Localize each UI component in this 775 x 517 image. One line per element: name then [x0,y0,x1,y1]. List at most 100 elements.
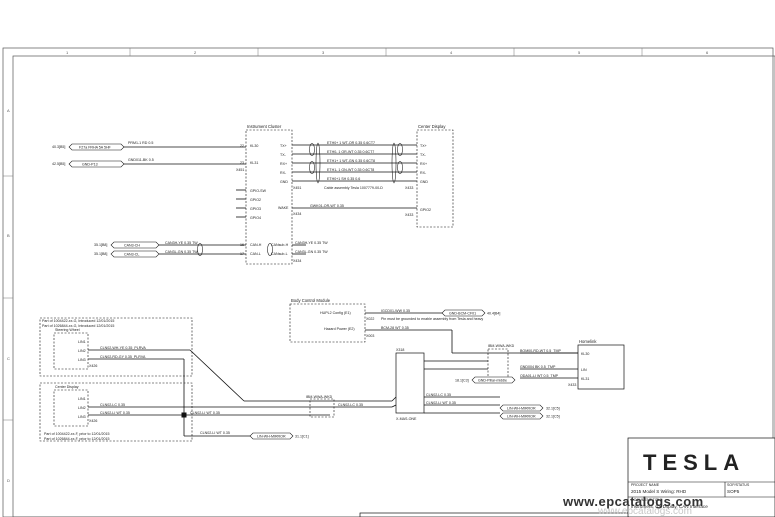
pin-gpio4: GPIO4 [250,216,261,220]
can-bus-feeds: 35.1[B8] CAN3-CH 35.1[B8] CAN3-CL CAN3H-… [94,241,328,258]
homelink-wire-1: GND004 BK 0.5_TMP [520,365,556,369]
homelink-pin-lin: LIN [581,368,587,372]
pin-tx-plus: TX+ [280,144,287,148]
column-label-5: 5 [578,50,581,55]
pin-kl31: KL31 [250,161,258,165]
splice-ibm-wwa: IBM-WWA-WKD [488,344,515,348]
column-label-1: 1 [66,50,69,55]
lin-wire-4: CLN02-LI WT 0.35 [190,411,220,415]
lin-wire-5: CLN02-LI WT 0.35 [200,431,230,435]
cd-lin2: LIN2 [78,406,86,410]
bcm-pin-hazard: Hazard Power (E2) [324,327,355,331]
homelink-pin-kl30: KL30 [581,352,589,356]
ref-42-5-b5: 42.5[B5] [52,162,65,166]
sw-lin1: LIN1 [78,340,86,344]
pin-gpio-sw: GPIO-SW [250,189,267,193]
tag-gnd-bcm: GND-BCM-CF01 [449,312,476,316]
center-display-module: Center Display TX+ TX- RX+ RX- GND GPIO2… [405,124,454,228]
pin-gnd: GND [280,180,288,184]
row-label-c: C [7,356,10,361]
pin-rx-minus: RX- [280,171,287,175]
wire-prm1: PRM1-1 RD 0.5 [128,141,153,145]
ref-can-l: 35.1[B8] [94,252,107,256]
title-block: TESLA PROJECT NAME 2015 Model S Wiring: … [359,437,775,517]
cd-lin1: LIN1 [78,397,86,401]
lin-cd-title: Center Display [55,385,79,389]
homelink-title: Homelink [579,339,597,344]
splice-x-mas: X-MAS-ONE [396,417,417,421]
eth-wire-tx-minus: ETH0- 1 OR-WT 0.35 0.6CT7 [327,150,374,154]
center-display-title: Center Display [418,124,446,129]
tesla-logo: TESLA [643,450,745,475]
project-name: 2015 Model S Wiring: RHD [631,489,687,494]
project-label: PROJECT NAME [631,483,660,487]
homelink-wire-2: ODA01-LI WT 0.5_TMP [520,374,559,378]
pin-kl30: KL30 [250,144,258,148]
bcm-wire-2: BCM-28 WT 0.35 [381,326,409,330]
column-label-6: 6 [706,50,709,55]
bcm-note: Pin must be grounded to enable assembly … [381,317,483,321]
bcm-title: Body Control Module [291,298,331,303]
homelink-pin-kl31: KL31 [581,377,589,381]
watermark-faded: www.epcatalogs.com [597,506,692,517]
ref-gnd-pillar: 18.1[C3] [455,379,469,383]
splice-wire-2: CLN02-LI WT 0.35 [426,401,456,405]
pin-gpio3: GPIO3 [250,207,261,211]
cd-pin-rx-minus: RX- [420,171,427,175]
note-part-2: Part of 1026844-xx-G, Introduced 12/01/2… [42,324,114,328]
tag-lin-mirror-3: LIN-WH-MIRROR [507,415,536,419]
bcm-pin-hupl2: HUPL2 Config (E1) [320,311,351,315]
tag-can3-ch: CAN3-CH [124,244,140,248]
wake-wire-label: GWK01-OR-WT 0.35 [310,204,344,208]
cd-connector: X426 [89,419,97,423]
pin-can-l: CAN-L [250,252,261,256]
lin-wire-2: CLN02-LC 0.35 [100,403,125,407]
drawing-area-border [12,55,775,517]
homelink-connector: X433 [568,383,576,387]
note-part-1: Part of 1004422-xx-G, Introduced 12/01/2… [42,319,114,323]
lin-wire-mid: CLN02-LC 0.35 [338,403,363,407]
sheet-border [2,47,774,517]
row-markers [3,175,13,421]
pin-cansub-l: CANsub-L [271,252,288,256]
watermark: www.epcatalogs.com [562,494,704,509]
splice-node [181,412,187,418]
instrument-cluster-title: Instrument Cluster [247,124,282,129]
tag-lin-mirror-2: LIN-WH-MIRROR [507,407,536,411]
connector-x434: X434 [293,212,301,216]
wire-gnd011: GND011-BK 0.5 [128,158,154,162]
bcm-connector-x003: X003 [366,334,374,338]
sw-connector: X426 [89,364,97,368]
connector-x451-right: X451 [293,186,301,190]
bcm-wire-1: IGCD01-WW 0.35 [381,309,410,313]
row-label-a: A [7,108,10,113]
bcm-connector-x022: X022 [366,317,374,321]
cd-pin-tx-minus: TX- [420,153,427,157]
instrument-cluster: Instrument Cluster KL30 KL31 GPIO-SW GPI… [236,124,301,265]
wire-can3l: CAN3L-GN 0.35 TW [165,250,198,254]
pin-wake: WAKE [278,206,289,210]
pin-cansub-h: CANsub-H [271,243,289,247]
eth-wire-rx-plus: ETH1+ 1 WT-GN 0.35 0.6CT8 [327,159,375,163]
pin-rx-plus: RX+ [280,162,287,166]
cd-connector-x433: X433 [405,186,413,190]
pin-num-23: 23 [240,161,244,165]
doc-label: DOCUMENT TITLE [631,498,663,502]
tag-f27a: F27a FRHA 5A 5HF [79,146,112,150]
row-label-d: D [7,478,10,483]
cd-pin-tx-plus: TX+ [420,144,427,148]
pin-tx-minus: TX- [280,153,287,157]
tag-gnd-p13: GND-P13 [82,163,98,167]
pin-num-22: 22 [240,144,244,148]
wire-can3h: CAN3H-YE 0.35 TW [165,241,198,245]
column-markers [129,48,643,56]
column-label-2: 2 [194,50,197,55]
cd-pin-gnd: GND [420,180,428,184]
lin-panels: Part of 1004422-xx-G, Introduced 12/01/2… [39,317,397,442]
cable-assembly-label: Cable assembly Tesla 1007779-00-D [324,186,383,190]
eth-wire-rx-minus: ETH1- 1 GN-WT 0.35 0.6CT8 [327,168,374,172]
eth-wire-tx-plus: ETH0+ 1 WT-OR 0.35 0.6CT7 [327,141,375,145]
connector-x451: X451 [236,168,244,172]
power-feeds: 40.3[B5] F27a FRHA 5A 5HF 42.5[B5] GND-P… [52,141,246,168]
